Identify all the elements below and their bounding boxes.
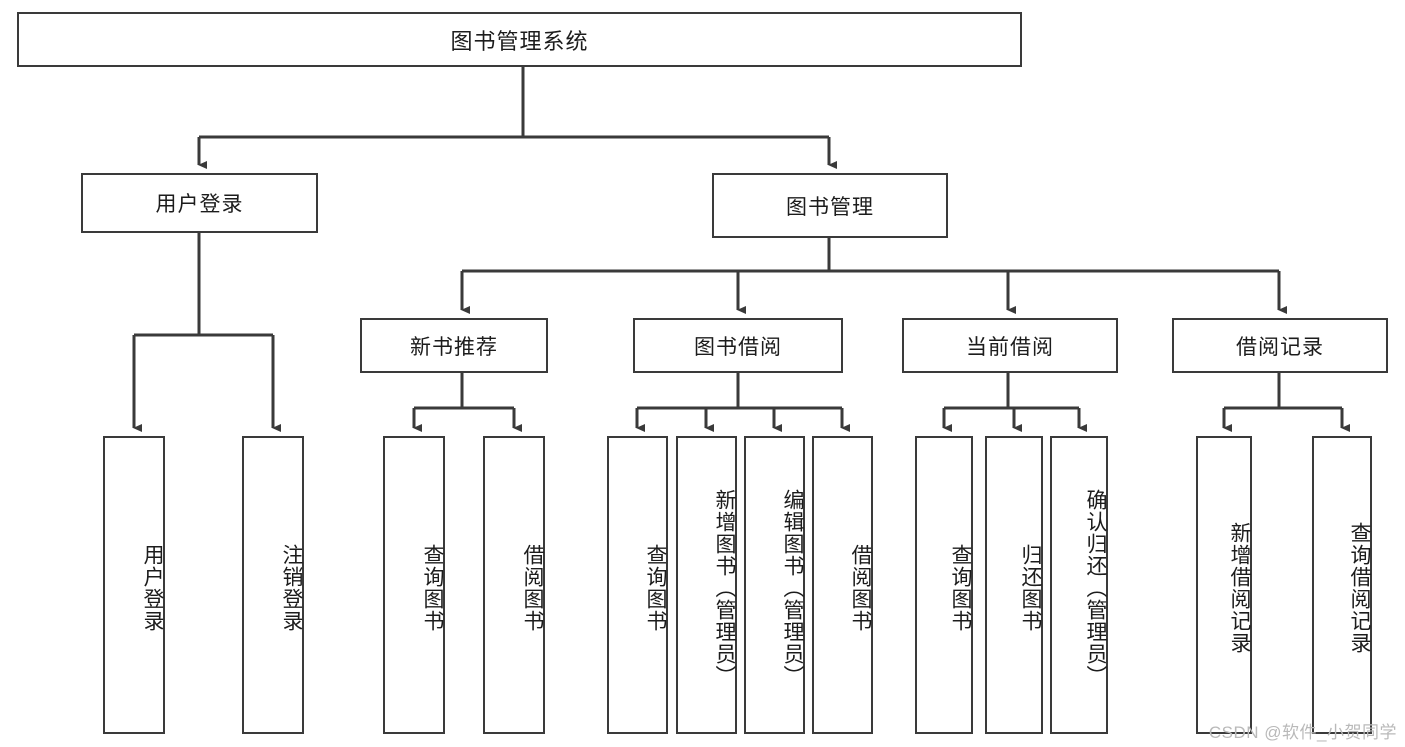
leaf-user-logout[interactable]: 注销登录 <box>242 436 304 734</box>
leaf-current-return-book[interactable]: 归还图书 <box>985 436 1043 734</box>
node-label: 借阅记录 <box>1236 335 1324 359</box>
node-label: 图书管理系统 <box>450 28 589 54</box>
leaf-borrow-add-book-admin[interactable]: 新增图书（管理员） <box>676 436 737 734</box>
leaf-borrow-borrow-book[interactable]: 借阅图书 <box>812 436 873 734</box>
node-label: 新增图书（管理员） <box>713 489 736 687</box>
leaf-current-query-book[interactable]: 查询图书 <box>915 436 973 734</box>
node-label: 用户登录 <box>141 544 164 632</box>
leaf-new-books-borrow[interactable]: 借阅图书 <box>483 436 545 734</box>
node-current-borrow[interactable]: 当前借阅 <box>902 318 1118 373</box>
node-label: 新书推荐 <box>410 335 498 359</box>
leaf-records-add-record[interactable]: 新增借阅记录 <box>1196 436 1252 734</box>
node-label: 新增借阅记录 <box>1228 522 1251 654</box>
node-label: 借阅图书 <box>521 544 544 632</box>
node-new-book-recommend[interactable]: 新书推荐 <box>360 318 548 373</box>
node-label: 当前借阅 <box>966 335 1054 359</box>
node-label: 图书借阅 <box>694 335 782 359</box>
edges-group <box>132 67 1350 432</box>
node-label: 确认归还（管理员） <box>1084 489 1107 687</box>
node-label: 图书管理 <box>786 195 874 219</box>
node-label: 归还图书 <box>1019 544 1042 632</box>
node-label: 查询图书 <box>644 544 667 632</box>
leaf-borrow-edit-book-admin[interactable]: 编辑图书（管理员） <box>744 436 805 734</box>
node-book-borrow[interactable]: 图书借阅 <box>633 318 843 373</box>
node-root-system[interactable]: 图书管理系统 <box>17 12 1022 67</box>
node-label: 借阅图书 <box>849 544 872 632</box>
node-label: 用户登录 <box>155 193 244 216</box>
node-user-login[interactable]: 用户登录 <box>81 173 318 233</box>
leaf-new-books-query[interactable]: 查询图书 <box>383 436 445 734</box>
node-label: 注销登录 <box>280 544 303 632</box>
leaf-user-login[interactable]: 用户登录 <box>103 436 165 734</box>
node-label: 查询图书 <box>421 544 444 632</box>
node-label: 查询图书 <box>949 544 972 632</box>
node-label: 编辑图书（管理员） <box>781 489 804 687</box>
leaf-records-query-record[interactable]: 查询借阅记录 <box>1312 436 1372 734</box>
node-borrow-records[interactable]: 借阅记录 <box>1172 318 1388 373</box>
node-label: 查询借阅记录 <box>1348 522 1371 654</box>
leaf-borrow-query-book[interactable]: 查询图书 <box>607 436 668 734</box>
csdn-watermark: CSDN @软件_小贺同学 <box>1208 723 1397 742</box>
leaf-current-confirm-return-admin[interactable]: 确认归还（管理员） <box>1050 436 1108 734</box>
node-book-management[interactable]: 图书管理 <box>712 173 948 238</box>
